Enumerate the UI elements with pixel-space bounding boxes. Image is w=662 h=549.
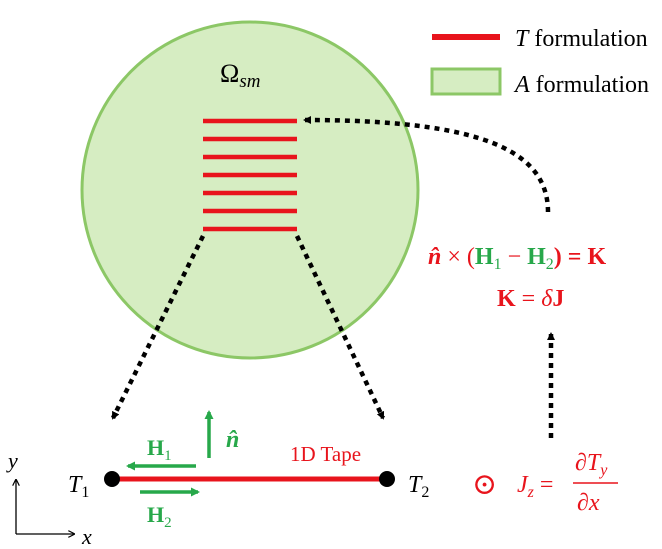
legend-a-label: A formulation	[513, 72, 649, 98]
h1-label: H1	[147, 435, 172, 464]
k-delta-j-equation: K = δJ	[497, 286, 564, 312]
tape-end-left-label: T1	[68, 472, 89, 501]
tape-label: 1D Tape	[290, 442, 361, 466]
out-of-plane-icon: ⊙	[472, 468, 497, 501]
jz-numerator: ∂Ty	[575, 450, 608, 479]
coupling-arrow-curved	[303, 116, 551, 213]
legend: T formulation A formulation	[430, 26, 649, 98]
h2-label: H2	[147, 502, 172, 531]
tape-end-right	[379, 471, 395, 487]
domain-circle	[80, 20, 420, 360]
legend-t-label: T formulation	[515, 26, 648, 52]
jz-lhs: Jz =	[517, 472, 553, 501]
domain-label: Ωsm	[220, 59, 260, 92]
current-density-equation: ⊙ Jz = ∂Ty ∂x	[472, 450, 618, 516]
jump-condition-equation: n̂ × (H1 − H2) = K	[428, 244, 606, 273]
legend-a-swatch	[430, 67, 502, 96]
tape-end-right-label: T2	[408, 472, 429, 501]
normal-label: n̂	[226, 427, 239, 453]
tape-end-left	[104, 471, 120, 487]
zoom-arrow-right	[294, 235, 386, 420]
tape-stack	[203, 118, 297, 232]
x-axis-label: x	[81, 524, 92, 549]
jz-denominator: ∂x	[577, 490, 600, 516]
zoom-arrow-left	[110, 235, 206, 420]
y-axis-label: y	[6, 448, 18, 473]
